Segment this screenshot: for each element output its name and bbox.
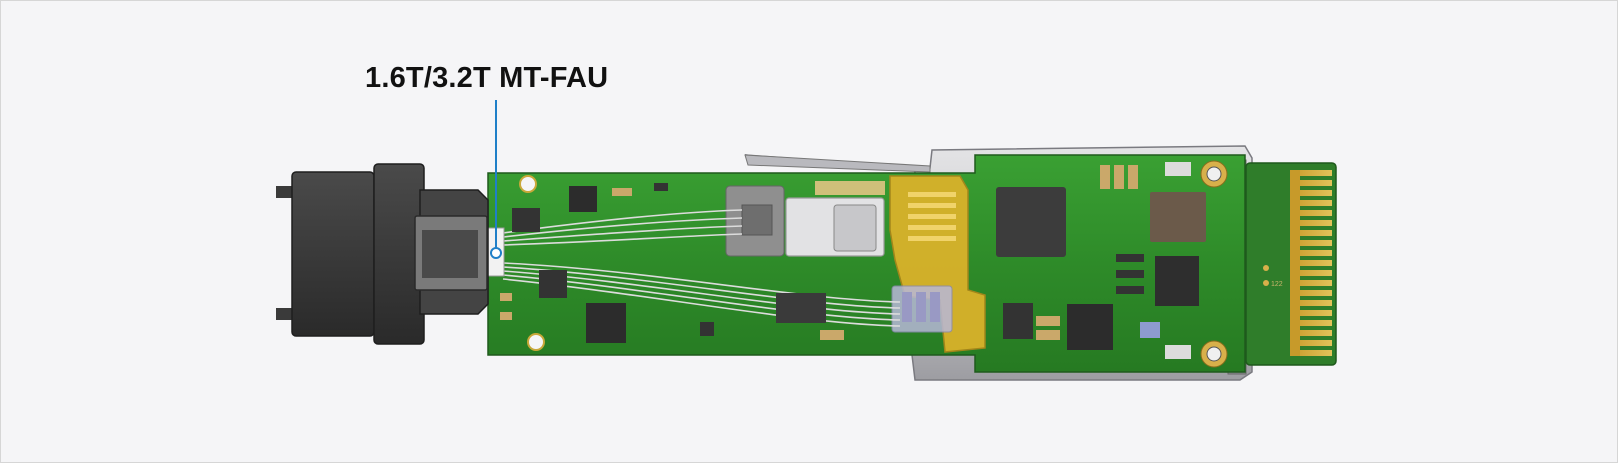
pin-label: 122 bbox=[1271, 281, 1283, 288]
callout-label: 1.6T/3.2T MT-FAU bbox=[365, 62, 609, 94]
pcb-components bbox=[500, 162, 1206, 359]
optical-connector-housing bbox=[276, 163, 489, 345]
optical-engine bbox=[725, 185, 953, 333]
gold-fingers bbox=[1290, 170, 1332, 356]
flex-circuit bbox=[889, 175, 986, 353]
callout-leader bbox=[490, 100, 502, 259]
edge-connector: 122 bbox=[1245, 162, 1337, 366]
